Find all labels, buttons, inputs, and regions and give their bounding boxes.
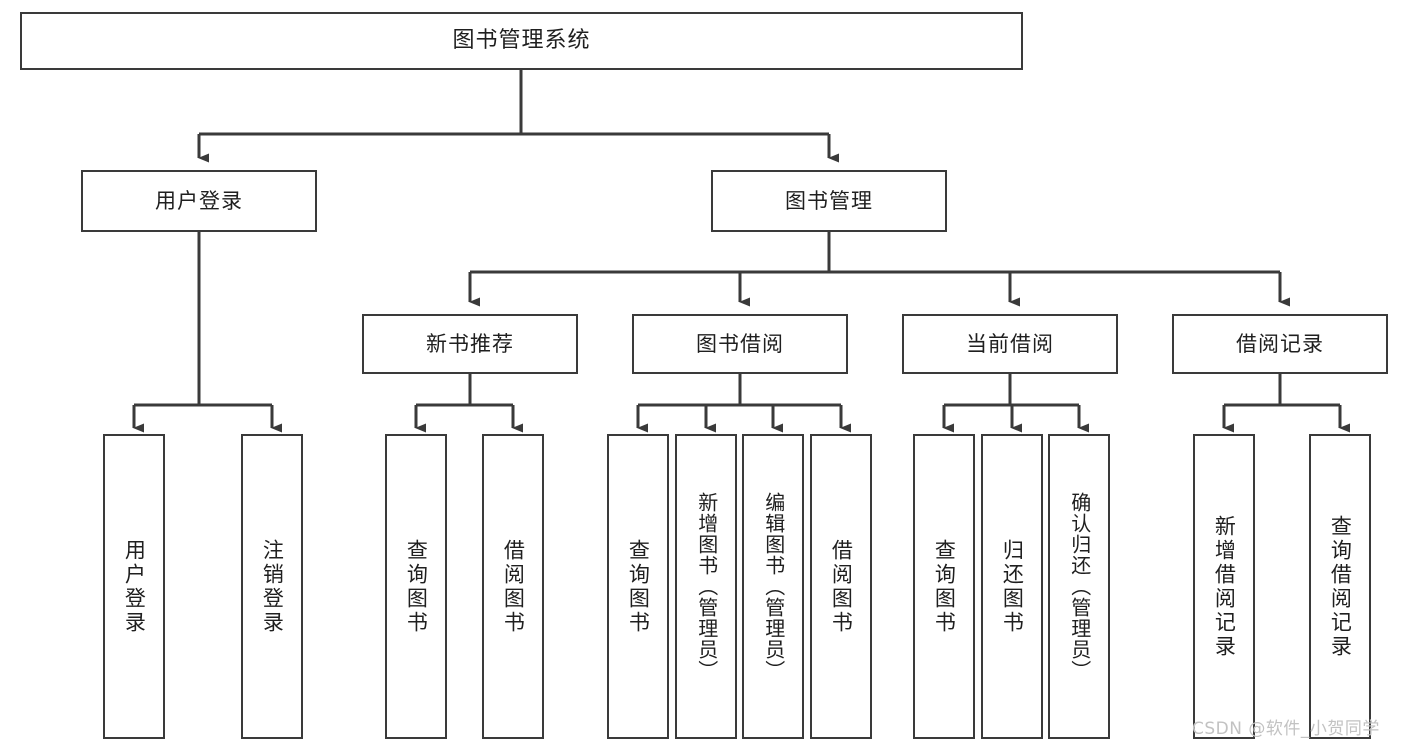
node-leaf-query-record[interactable]: 查询借阅记录 (1309, 434, 1371, 739)
node-borrow-record-label: 借阅记录 (1236, 331, 1324, 356)
node-leaf-edit-book[interactable]: 编辑图书（管理员） (742, 434, 804, 739)
node-leaf-query-book-3[interactable]: 查询图书 (913, 434, 975, 739)
node-leaf-user-login[interactable]: 用户登录 (103, 434, 165, 739)
node-book-manage-label: 图书管理 (785, 188, 873, 213)
node-new-book-recommend[interactable]: 新书推荐 (362, 314, 578, 374)
node-current-borrow-label: 当前借阅 (966, 331, 1054, 356)
node-leaf-query-book-2[interactable]: 查询图书 (607, 434, 669, 739)
node-user-login[interactable]: 用户登录 (81, 170, 317, 232)
node-leaf-borrow-book-1-label: 借阅图书 (501, 538, 526, 635)
node-leaf-query-book-1[interactable]: 查询图书 (385, 434, 447, 739)
node-leaf-add-record[interactable]: 新增借阅记录 (1193, 434, 1255, 739)
node-leaf-confirm-return[interactable]: 确认归还（管理员） (1048, 434, 1110, 739)
node-leaf-return-book-label: 归还图书 (1000, 538, 1025, 635)
node-leaf-add-record-label: 新增借阅记录 (1212, 514, 1237, 659)
node-book-borrow[interactable]: 图书借阅 (632, 314, 848, 374)
node-new-book-recommend-label: 新书推荐 (426, 331, 514, 356)
node-leaf-borrow-book-1[interactable]: 借阅图书 (482, 434, 544, 739)
node-leaf-query-book-1-label: 查询图书 (404, 538, 429, 635)
node-current-borrow[interactable]: 当前借阅 (902, 314, 1118, 374)
node-leaf-query-record-label: 查询借阅记录 (1328, 514, 1353, 659)
node-book-manage[interactable]: 图书管理 (711, 170, 947, 232)
node-user-login-label: 用户登录 (155, 188, 243, 213)
node-leaf-user-logout[interactable]: 注销登录 (241, 434, 303, 739)
node-leaf-query-book-3-label: 查询图书 (932, 538, 957, 635)
node-leaf-confirm-return-label: 确认归还（管理员） (1067, 492, 1092, 681)
node-leaf-return-book[interactable]: 归还图书 (981, 434, 1043, 739)
node-leaf-user-logout-label: 注销登录 (260, 538, 285, 635)
node-leaf-add-book-label: 新增图书（管理员） (694, 492, 719, 681)
node-leaf-borrow-book-2[interactable]: 借阅图书 (810, 434, 872, 739)
node-leaf-user-login-label: 用户登录 (122, 538, 147, 635)
node-leaf-borrow-book-2-label: 借阅图书 (829, 538, 854, 635)
node-book-borrow-label: 图书借阅 (696, 331, 784, 356)
csdn-watermark: CSDN @软件_小贺同学 (1192, 719, 1380, 739)
node-leaf-add-book[interactable]: 新增图书（管理员） (675, 434, 737, 739)
node-leaf-edit-book-label: 编辑图书（管理员） (761, 492, 786, 681)
node-root-book-management-system[interactable]: 图书管理系统 (20, 12, 1023, 70)
node-leaf-query-book-2-label: 查询图书 (626, 538, 651, 635)
node-root-label: 图书管理系统 (452, 28, 591, 54)
node-borrow-record[interactable]: 借阅记录 (1172, 314, 1388, 374)
